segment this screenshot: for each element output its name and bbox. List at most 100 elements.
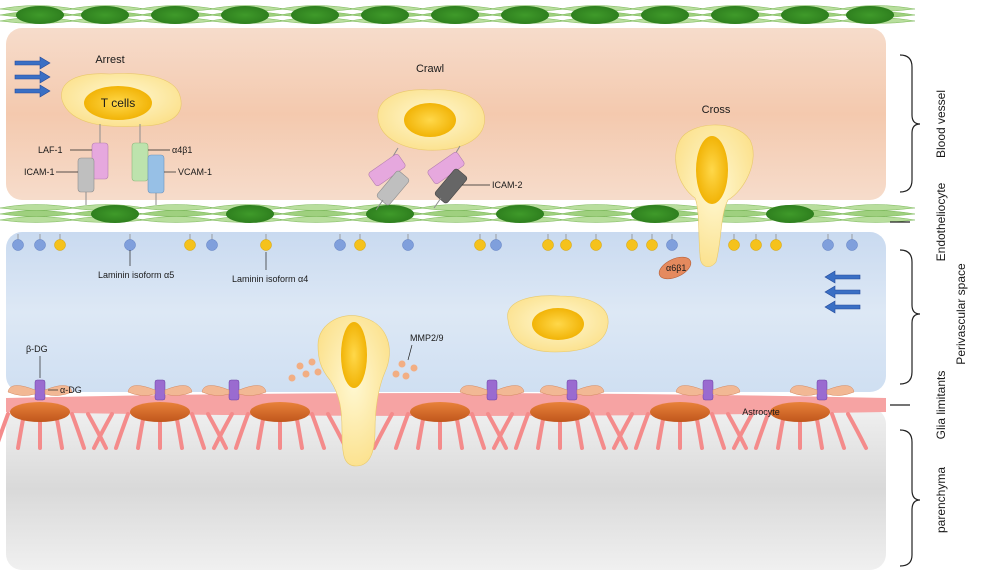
laminin-bead — [846, 239, 858, 251]
parenchyma-label: parenchyma — [934, 467, 948, 533]
endothelial-spindle — [419, 216, 496, 223]
laminin-bead — [206, 239, 218, 251]
laminin-bead — [12, 239, 24, 251]
astrocyte-process — [634, 412, 650, 450]
endothelial-nucleus — [291, 6, 339, 24]
endothelial-nucleus — [501, 6, 549, 24]
stage-label-arrest: Arrest — [95, 54, 124, 66]
endothelial-spindle — [0, 210, 76, 217]
stage-label-crawl: Crawl — [416, 63, 444, 75]
astrocyte-process — [212, 412, 234, 450]
endothelial-spindle — [559, 210, 636, 217]
beta-dg — [486, 379, 498, 401]
astrocyte-nucleus — [530, 402, 590, 422]
laminin-beads — [12, 234, 858, 251]
perivascular-label: Perivascular space — [954, 263, 968, 365]
laminin-bead — [402, 239, 414, 251]
laminin-bead — [646, 239, 658, 251]
endothelial-nucleus — [91, 205, 139, 223]
endothelial-spindle — [279, 216, 356, 223]
laminin-bead — [260, 239, 272, 251]
a6b1-label: α6β1 — [666, 263, 686, 273]
endothelial-nucleus — [431, 6, 479, 24]
laminin-bead — [770, 239, 782, 251]
alpha-dg — [164, 385, 193, 396]
endothelium-top — [0, 5, 916, 24]
laminin-bead — [822, 239, 834, 251]
astrocyte-process — [492, 412, 514, 450]
perivascular-tcell — [507, 295, 609, 353]
endothelial-nucleus — [631, 205, 679, 223]
mmp-label: MMP2/9 — [410, 333, 444, 343]
endothelial-nucleus — [221, 6, 269, 24]
astrocyte-process — [726, 412, 748, 450]
endothelial-nucleus — [366, 205, 414, 223]
laminin-bead — [728, 239, 740, 251]
endothelial-nucleus — [641, 6, 689, 24]
astrocyte-nucleus — [250, 402, 310, 422]
glia-limitans-label: Glia limitants — [934, 371, 948, 440]
arrest-tcell — [61, 73, 182, 127]
astrocyte-process — [92, 412, 114, 450]
laminin-bead — [560, 239, 572, 251]
laminin-bead — [124, 239, 136, 251]
beta-dg — [816, 379, 828, 401]
astrocyte-process — [710, 412, 726, 450]
endothelial-spindle — [419, 204, 496, 211]
laminin-bead — [750, 239, 762, 251]
laminin-bead — [490, 239, 502, 251]
endothelial-spindle — [0, 216, 76, 223]
flow-arrows-left — [14, 56, 51, 98]
endothelial-nucleus — [846, 6, 894, 24]
astrocyte-process — [846, 412, 868, 450]
endothelial-nucleus — [571, 6, 619, 24]
endothelial-spindle — [839, 216, 916, 223]
endothelial-spindle — [559, 204, 636, 211]
laf1-label: LAF-1 — [38, 145, 63, 155]
alpha-dg — [675, 385, 704, 396]
astrocyte-nucleus — [130, 402, 190, 422]
laminin-bead — [34, 239, 46, 251]
endothelial-nucleus — [711, 6, 759, 24]
astrocyte-process — [754, 412, 770, 450]
laminin-bead — [626, 239, 638, 251]
astrocyte-process — [606, 412, 628, 450]
alpha-dg — [7, 385, 36, 396]
astrocyte-process — [470, 412, 486, 450]
endothelial-spindle — [139, 210, 216, 217]
crawl-tcell — [377, 89, 485, 151]
alpha-dg — [44, 385, 73, 396]
endothelial-spindle — [279, 204, 356, 211]
astrocyte-process — [372, 412, 394, 450]
beta-dg — [566, 379, 578, 401]
endothelial-nucleus — [16, 6, 64, 24]
laminin-bead — [590, 239, 602, 251]
astrocyte-process — [394, 412, 410, 450]
alpha-dg — [459, 385, 488, 396]
astrocyte-process — [612, 412, 634, 450]
endothelial-nucleus — [496, 205, 544, 223]
laminin-bead — [542, 239, 554, 251]
endothelial-spindle — [559, 216, 636, 223]
astrocyte-nucleus — [10, 402, 70, 422]
alpha-dg — [539, 385, 568, 396]
alpha-dg — [789, 385, 818, 396]
endothelial-spindle — [139, 216, 216, 223]
icam1-label: ICAM-1 — [24, 167, 55, 177]
beta-dg — [228, 379, 240, 401]
endothelial-nucleus — [781, 6, 829, 24]
astrocyte-process — [206, 412, 228, 450]
laminin-bead — [666, 239, 678, 251]
laminin-bead — [184, 239, 196, 251]
endothelium-bottom — [0, 204, 916, 223]
endothelial-spindle — [279, 210, 356, 217]
astrocyte-process — [86, 412, 108, 450]
a6b1-integrin — [658, 256, 692, 280]
laf1-receptor — [91, 142, 109, 180]
alpha-dg — [127, 385, 156, 396]
endothelial-spindle — [0, 204, 76, 211]
astrocyte-process — [830, 412, 846, 450]
perivascular-region — [6, 232, 886, 392]
